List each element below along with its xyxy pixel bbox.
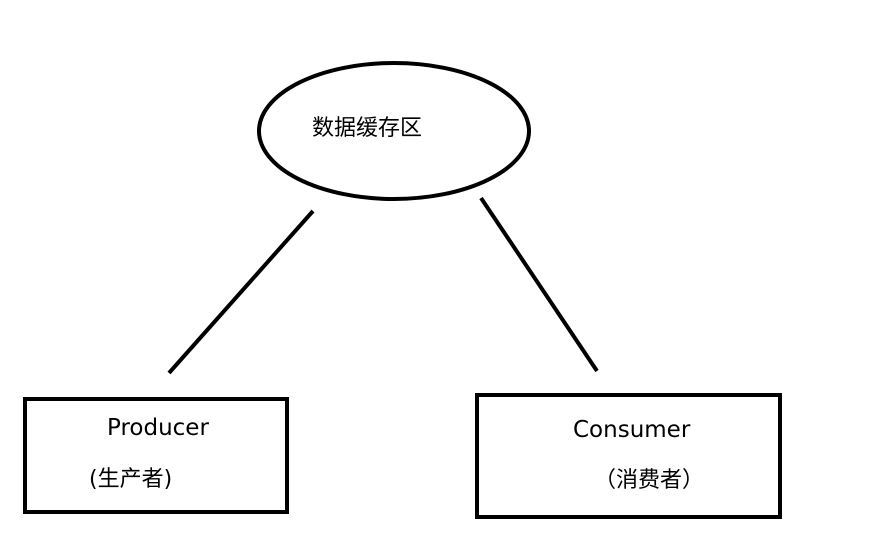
consumer-box — [475, 393, 782, 519]
consumer-name: Consumer — [573, 417, 691, 443]
producer-subtitle: (生产者) — [89, 467, 173, 492]
consumer-subtitle: （消费者） — [594, 468, 705, 493]
producer-name: Producer — [107, 415, 209, 441]
buffer-label: 数据缓存区 — [312, 116, 423, 141]
consumer-connector-line — [479, 196, 599, 373]
buffer-ellipse — [257, 61, 531, 201]
producer-box — [23, 397, 289, 514]
producer-connector-line — [167, 209, 315, 375]
